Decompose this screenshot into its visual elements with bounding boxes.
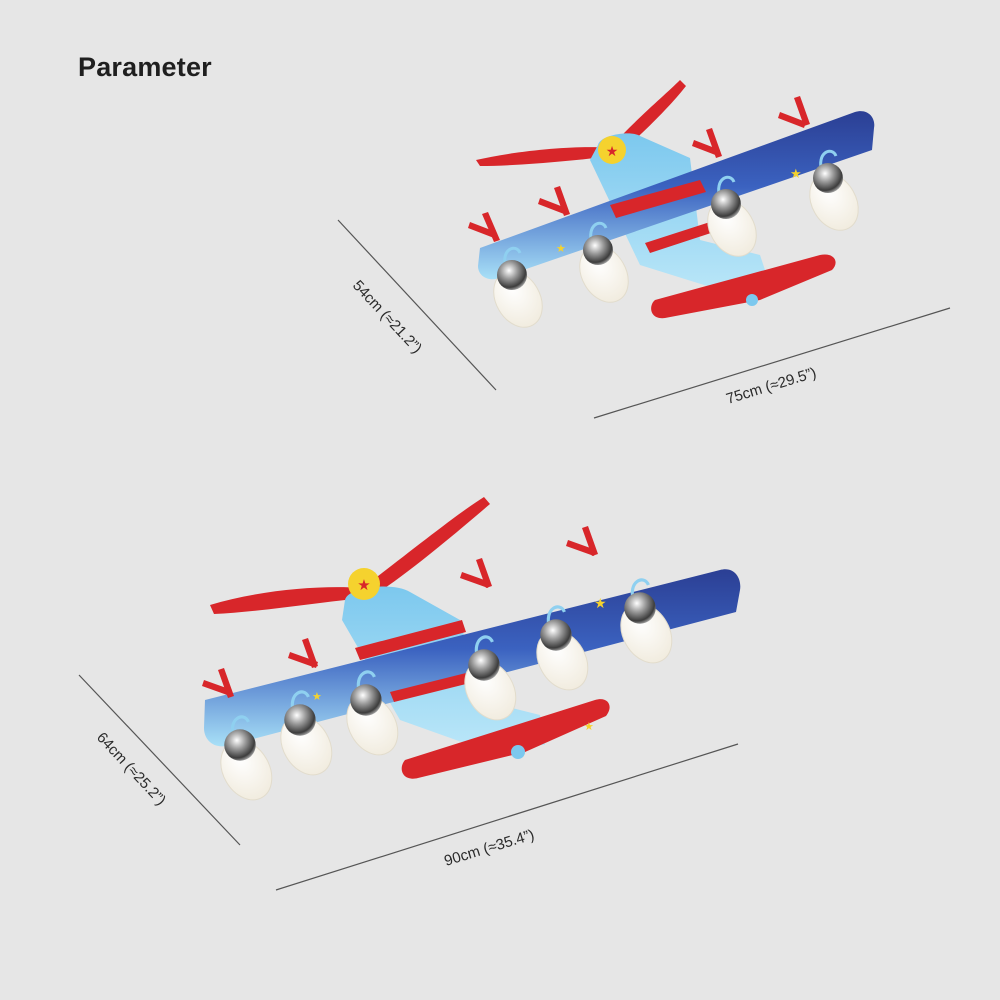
bulb-shade [536, 605, 589, 691]
width-label: 75cm (≈29.5”) [724, 364, 818, 408]
depth-label: 54cm (≈21.2”) [349, 277, 425, 357]
bulbs-small [493, 149, 859, 328]
bulb-shade [220, 715, 273, 801]
bulb-shade [280, 690, 333, 776]
small-propellers [202, 526, 598, 698]
bulb-shade [493, 246, 543, 328]
propeller-hub [348, 568, 380, 600]
page-title: Parameter [78, 52, 212, 82]
fuselage-stripe [610, 180, 706, 218]
bulb-shade [464, 635, 517, 721]
bulb-shade [707, 175, 757, 257]
bulb-shade [809, 149, 859, 231]
star-icon: ★ [606, 144, 619, 160]
fuselage-stripe [355, 620, 466, 660]
star-icon: ★ [584, 720, 594, 733]
bulb-shade [579, 221, 629, 303]
main-propeller-left-blade [476, 147, 612, 166]
star-icon: ★ [594, 596, 607, 612]
star-icon: ★ [312, 690, 322, 703]
depth-dimension-line [337, 219, 497, 391]
depth-label: 64cm (≈25.2”) [93, 729, 169, 809]
small-propellers [468, 96, 810, 242]
depth-dimension-line [78, 674, 241, 846]
width-dimension-line [275, 743, 739, 891]
tail-knob [511, 745, 525, 759]
main-propeller-right-blade [362, 497, 490, 598]
bulbs-large [220, 578, 673, 801]
width-dimension-line [593, 307, 951, 419]
star-icon: ★ [790, 167, 802, 182]
star-icon: ★ [357, 576, 370, 594]
bulb-shade [346, 670, 399, 756]
tail-wing [651, 254, 836, 319]
main-propeller-left-blade [210, 587, 364, 614]
star-icon: ★ [556, 242, 566, 255]
bulb-shade [620, 578, 673, 664]
propeller-hub [598, 136, 626, 164]
tail-knob [746, 294, 758, 306]
tail-wing [401, 699, 610, 779]
fuselage-stripe [390, 672, 474, 702]
fuselage-stripe [645, 222, 714, 253]
